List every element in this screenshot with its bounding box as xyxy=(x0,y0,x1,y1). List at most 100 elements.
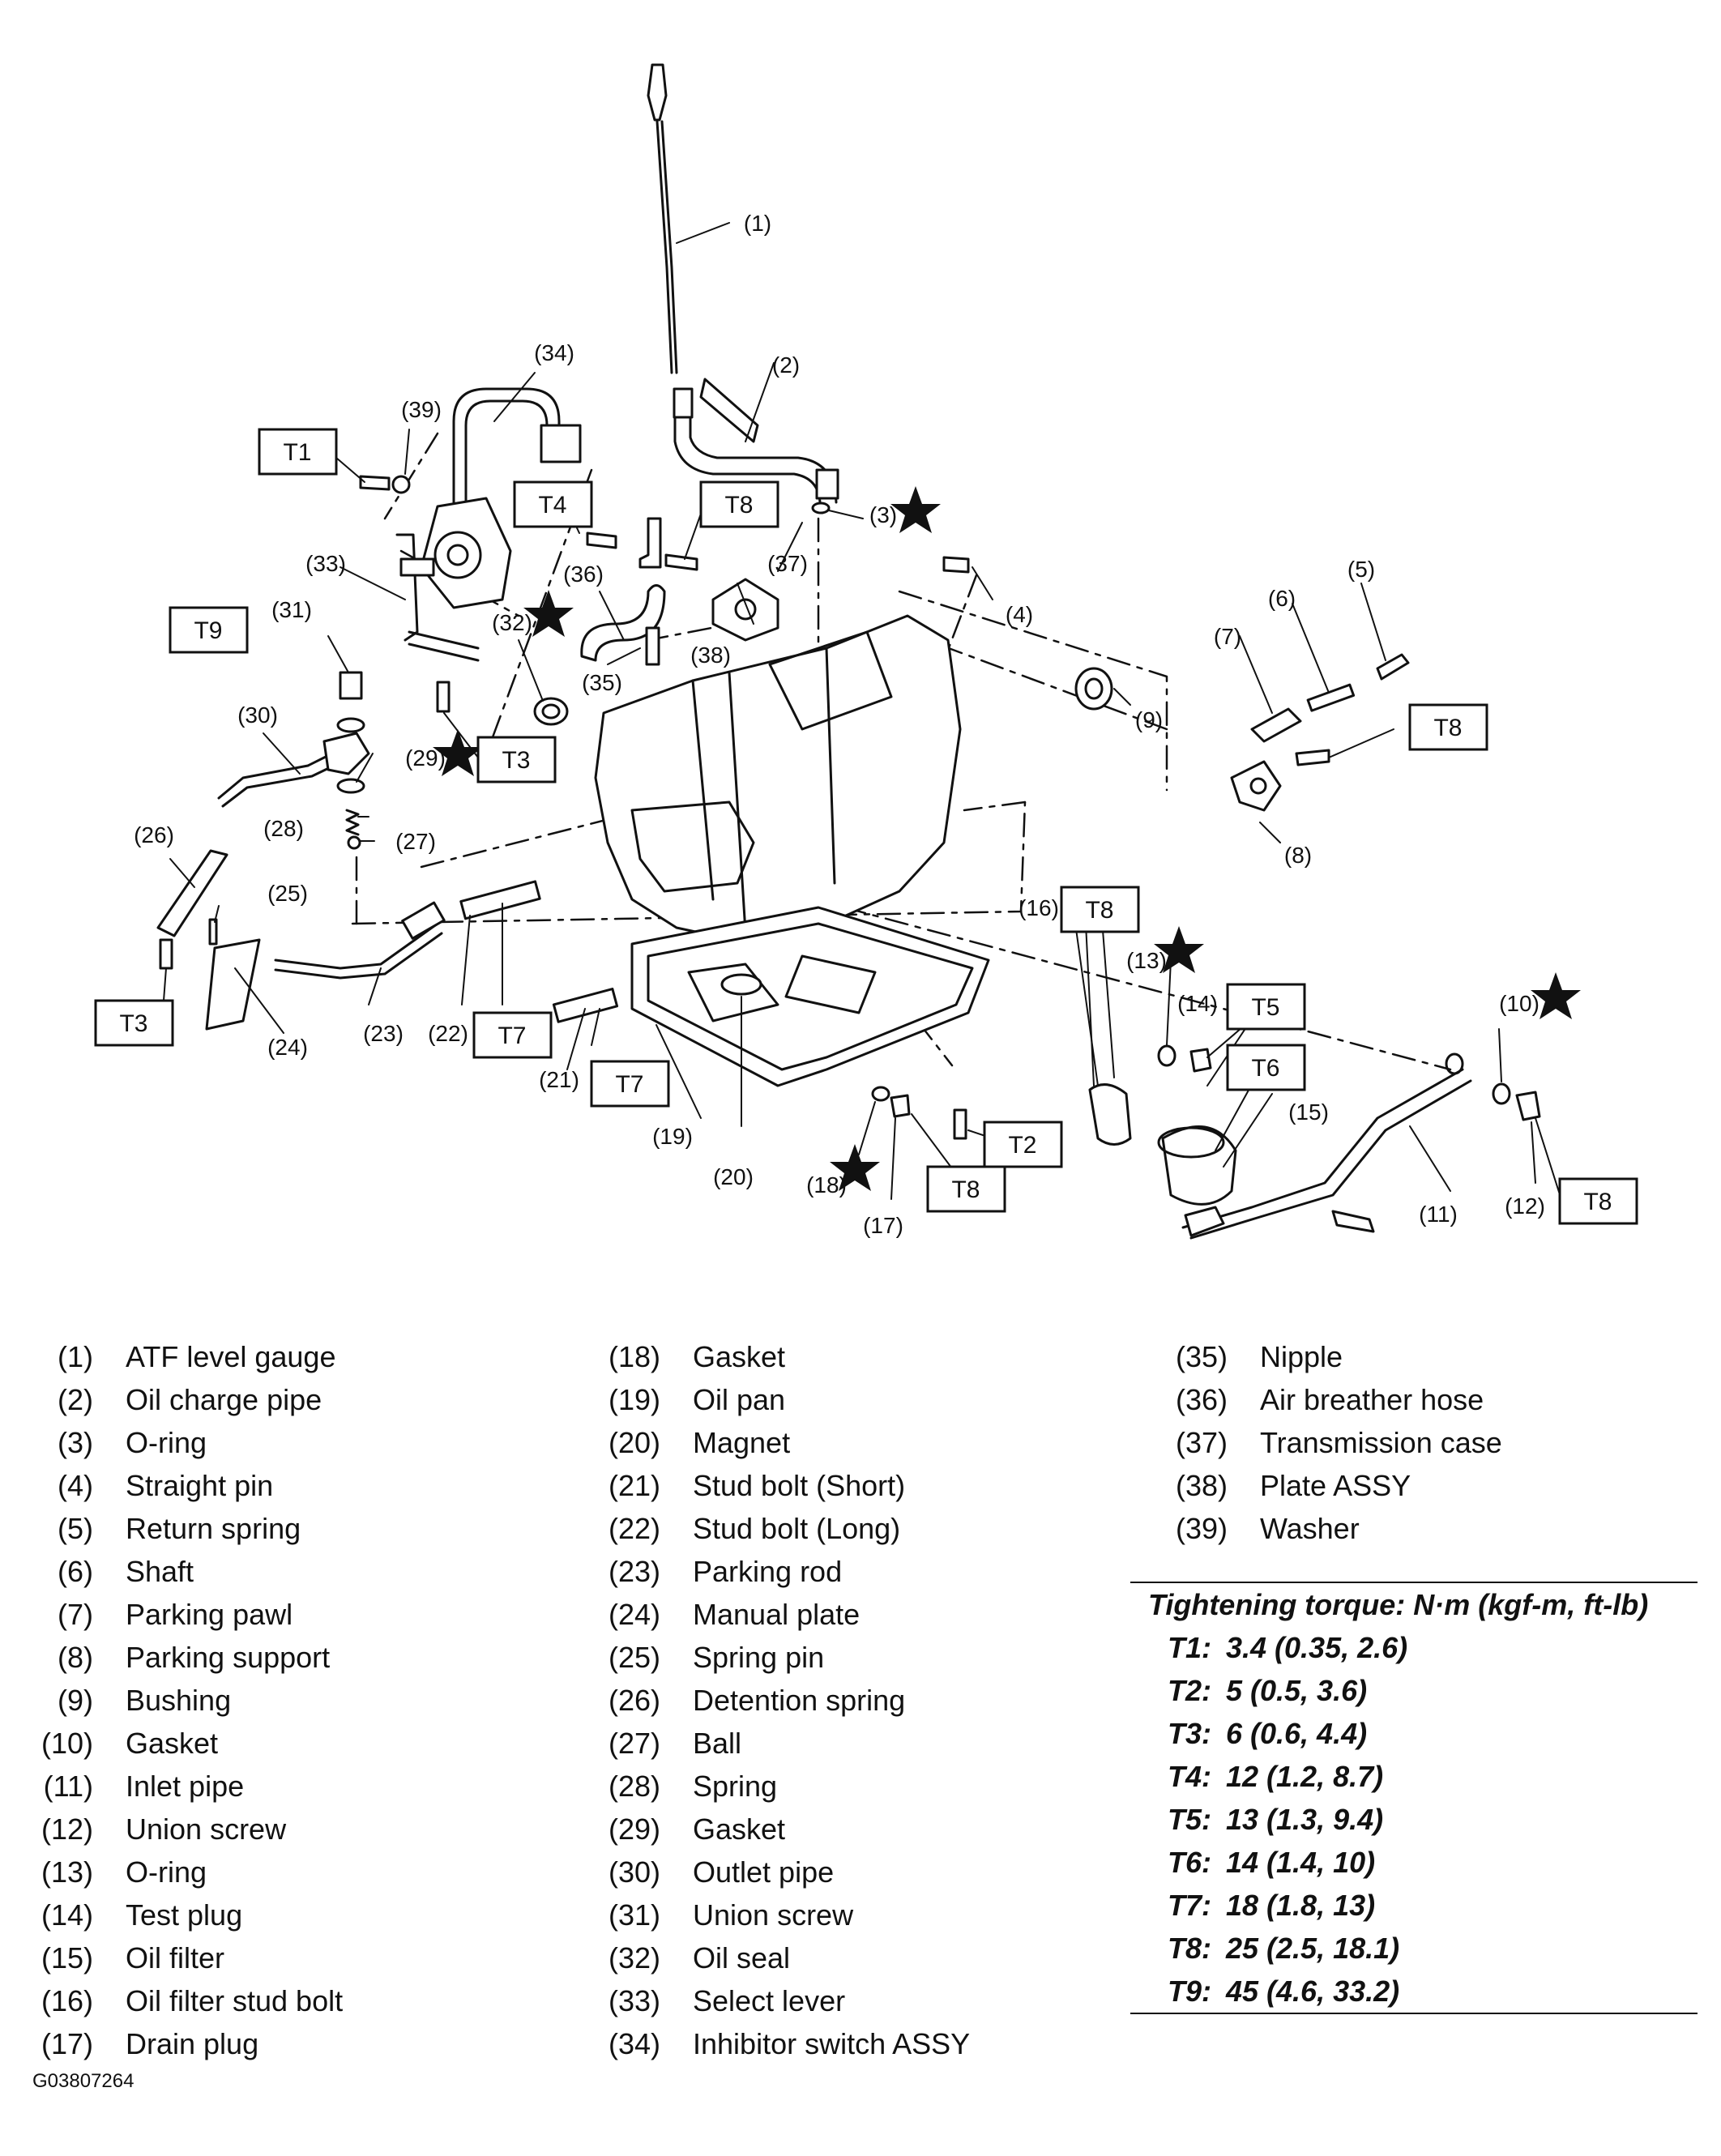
legend-row: (25) Spring pin xyxy=(583,1636,970,1679)
gasket-18 xyxy=(871,1086,890,1102)
legend-row: (36) Air breather hose xyxy=(1151,1378,1502,1421)
torque-box-label: T4 xyxy=(538,492,566,519)
gasket-29-a xyxy=(336,717,365,733)
legend-row: (16)Oil filter stud bolt xyxy=(16,1979,343,2022)
part-name: Stud bolt (Short) xyxy=(693,1468,906,1502)
torque-box-label: T1 xyxy=(283,439,311,466)
union-screw-31 xyxy=(339,671,363,700)
stud-bolt-short xyxy=(552,988,619,1023)
callout: (26) xyxy=(134,822,174,847)
callout: (20) xyxy=(713,1164,754,1189)
torque-code: T7: xyxy=(1168,1888,1211,1922)
part-number: (4) xyxy=(58,1468,93,1502)
part-number: (5) xyxy=(58,1511,93,1545)
torque-box-label: T3 xyxy=(502,747,530,774)
legend-row: (23)Parking rod xyxy=(583,1550,970,1593)
t4-bolt xyxy=(586,532,617,549)
part-name: Union screw xyxy=(126,1812,287,1846)
part-name: ATF level gauge xyxy=(126,1339,336,1373)
legend-row: (3) O-ring xyxy=(16,1421,343,1464)
part-number: (33) xyxy=(608,1983,660,2017)
legend-row: (6)Shaft xyxy=(16,1550,343,1593)
star-icon xyxy=(830,1144,880,1191)
part-name: Test plug xyxy=(126,1898,243,1932)
callout: (32) xyxy=(492,610,532,635)
torque-value: 13 (1.3, 9.4) xyxy=(1226,1802,1384,1836)
part-number: (36) xyxy=(1175,1382,1228,1416)
part-number: (25) xyxy=(608,1640,660,1674)
callout-labels: (1) (2) (3) (4) (5) (6) (7) (8) (9) (10)… xyxy=(134,211,1545,1238)
part-name: Parking rod xyxy=(693,1554,843,1588)
legend-row: (22)Stud bolt (Long) xyxy=(583,1507,970,1550)
torque-box-label: T6 xyxy=(1251,1055,1279,1082)
callout: (7) xyxy=(1214,624,1241,649)
torque-box-label: T5 xyxy=(1251,994,1279,1021)
legend-row: (20)Magnet xyxy=(583,1421,970,1464)
callout: (14) xyxy=(1177,991,1218,1016)
legend-row: (15)Oil filter xyxy=(16,1936,343,1979)
legend-row: (1)ATF level gauge xyxy=(16,1335,343,1378)
callout: (28) xyxy=(263,816,304,841)
legend-row: (21)Stud bolt (Short) xyxy=(583,1464,970,1507)
callout: (22) xyxy=(428,1021,468,1046)
torque-code: T5: xyxy=(1168,1802,1211,1836)
callout: (30) xyxy=(237,702,278,728)
spring-28 xyxy=(345,809,360,836)
part-number: (38) xyxy=(1175,1468,1228,1502)
legend-row: (31)Union screw xyxy=(583,1893,970,1936)
parking-rod xyxy=(274,901,446,980)
part-number: (34) xyxy=(608,2026,660,2060)
callout: (39) xyxy=(401,397,442,422)
part-number: (28) xyxy=(608,1769,660,1803)
atf-level-gauge xyxy=(647,63,678,374)
legend-row: (27)Ball xyxy=(583,1722,970,1765)
part-name: Outlet pipe xyxy=(693,1855,835,1889)
part-number: (3) xyxy=(58,1425,93,1459)
part-name: Air breather hose xyxy=(1260,1382,1484,1416)
o-ring-3 xyxy=(811,502,831,514)
part-number: (24) xyxy=(608,1597,660,1631)
figure-code: G03807264 xyxy=(32,2070,135,2092)
legend-row: (8)Parking support xyxy=(16,1636,343,1679)
oil-pan xyxy=(630,906,990,1087)
torque-row: T5: 13 (1.3, 9.4) xyxy=(1130,1798,1698,1841)
nipple xyxy=(645,626,660,666)
part-name: Return spring xyxy=(126,1511,301,1545)
legend-row: (28)Spring xyxy=(583,1765,970,1808)
gasket-10-b xyxy=(1492,1082,1511,1105)
torque-value: 6 (0.6, 4.4) xyxy=(1226,1716,1368,1750)
torque-value: 25 (2.5, 18.1) xyxy=(1226,1931,1400,1965)
gasket-29-b xyxy=(336,778,365,794)
torque-value: 14 (1.4, 10) xyxy=(1226,1845,1376,1879)
callout: (24) xyxy=(267,1035,308,1060)
exploded-parts-diagram: T1 T2 T3 T3 T4 T5 T6 T7 T7 T8 T8 T8 T8 T… xyxy=(94,63,1638,1240)
t1-bolt xyxy=(359,475,391,491)
oil-filter-stud-bolt xyxy=(1088,1083,1132,1146)
part-name: Nipple xyxy=(1260,1339,1343,1373)
legend-row: (37)Transmission case xyxy=(1151,1421,1502,1464)
legend-row: (2)Oil charge pipe xyxy=(16,1378,343,1421)
torque-row: T1:3.4 (0.35, 2.6) xyxy=(1130,1626,1698,1669)
torque-row: T4:12 (1.2, 8.7) xyxy=(1130,1755,1698,1798)
inlet-pipe xyxy=(1181,1068,1472,1240)
legend-row: (5) Return spring xyxy=(16,1507,343,1550)
part-number: (11) xyxy=(43,1769,93,1803)
callout: (6) xyxy=(1268,586,1296,611)
torque-row: T8: 25 (2.5, 18.1) xyxy=(1130,1927,1698,1970)
torque-code: T8: xyxy=(1168,1931,1211,1965)
torque-box-label: T8 xyxy=(724,492,753,519)
part-name: Parking support xyxy=(126,1640,331,1674)
callout: (13) xyxy=(1126,948,1167,973)
transmission-case xyxy=(594,614,962,954)
select-lever xyxy=(395,533,480,662)
torque-code: T9: xyxy=(1168,1974,1211,2008)
legend-row: (35)Nipple xyxy=(1151,1335,1502,1378)
callout: (4) xyxy=(1006,602,1033,627)
legend-row: (19)Oil pan xyxy=(583,1378,970,1421)
callout: (25) xyxy=(267,881,308,906)
part-name: O-ring xyxy=(126,1425,207,1459)
part-number: (18) xyxy=(608,1339,660,1373)
part-name: Spring pin xyxy=(693,1640,825,1674)
part-name: Gasket xyxy=(126,1726,219,1760)
stud-bolt-long xyxy=(459,880,541,920)
